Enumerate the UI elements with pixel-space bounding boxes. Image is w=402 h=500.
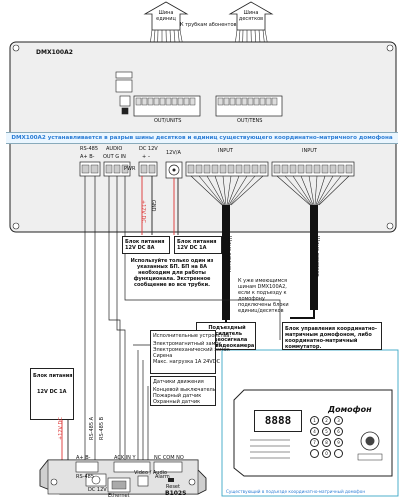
terminal-tens: [215, 95, 283, 117]
keypad-button[interactable]: 2: [322, 416, 331, 425]
rs485a-label: RS-485 A: [89, 416, 95, 440]
pwr-label: PWR: [124, 166, 136, 172]
terminal-input-right: [271, 161, 355, 177]
dc12-pins: + –: [142, 154, 151, 160]
b102s-ethernet: Ethernet: [108, 493, 130, 499]
b102s-rs485: RS-485: [76, 474, 94, 480]
install-banner: DMX100A2 устанавливается в разрыв шины д…: [6, 132, 398, 144]
input-fan-left: [190, 175, 264, 206]
dip-area: [115, 71, 133, 115]
input-left-label: INPUT: [218, 148, 233, 154]
bus-arrows: [143, 1, 274, 31]
terminal-units: [133, 95, 201, 117]
keypad-button[interactable]: [334, 449, 343, 458]
to-tubes-label: К трубкам абонентов: [180, 22, 237, 28]
keypad-button[interactable]: 7: [310, 438, 319, 447]
b102s-alarm: Alarm: [155, 474, 170, 480]
bus-tens-label: Шина десятков: [238, 10, 264, 22]
speaker-grille: [250, 439, 290, 459]
dc12-label: DC 12V: [139, 146, 158, 152]
dc-jack: [165, 161, 183, 179]
amp-box: Подъездный усилитель видеосигнала либо в…: [196, 322, 256, 350]
bus-units-label: Шина единиц: [156, 10, 176, 22]
b102s-dc12v: DC 12V: [88, 487, 107, 493]
b102s-reset: Reset: [166, 484, 180, 490]
sensors-box: Датчики движения Концевой выключатель По…: [150, 376, 216, 406]
controller-box: Блок управления координатно-матричным до…: [282, 322, 382, 350]
b102s-pins-right: NC COM NO: [154, 455, 184, 461]
tens-port-label: OUT/TENS: [237, 118, 263, 124]
keypad-button[interactable]: 1: [310, 416, 319, 425]
intercom-caption: Существующий в подъезде координатно-матр…: [226, 489, 366, 494]
psu-8a: Блок питания 12V DC 8A: [122, 236, 170, 254]
keypad-button[interactable]: 0: [322, 449, 331, 458]
keypad-button[interactable]: [310, 449, 319, 458]
psu-1a: Блок питания 12V DC 1A: [174, 236, 222, 254]
matrix-note: К уже имеющимся шинам DMX100A2, если к п…: [238, 278, 289, 314]
keypad-button[interactable]: 6: [334, 427, 343, 436]
gnd-label: GND: [150, 200, 156, 212]
units-wire-label: Шина единиц: [226, 236, 232, 273]
psu-left-box: Блок питания 12V DC 1A: [30, 368, 74, 420]
keypad-button[interactable]: 4: [310, 427, 319, 436]
rs485-pins: A+ B-: [80, 154, 95, 160]
plus12-label: +12V DC: [140, 200, 146, 223]
signal-wires: [84, 176, 281, 460]
input-fan-right: [276, 175, 350, 206]
rs485-label: RS-485: [80, 146, 98, 152]
keypad-button[interactable]: 3: [334, 416, 343, 425]
terminal-audio: [103, 161, 131, 177]
terminal-input-left: [185, 161, 269, 177]
input-right-label: INPUT: [302, 148, 317, 154]
keypad-button[interactable]: 5: [322, 427, 331, 436]
rs485b-label: RS-485 B: [99, 416, 105, 440]
b102s-video: Video / Audio: [134, 470, 168, 476]
keypad-button[interactable]: 8: [322, 438, 331, 447]
audio-pins: OUT G IN: [103, 154, 126, 160]
psu-plus-label: +12V DC: [58, 417, 64, 440]
intercom-brand: Домофон: [328, 405, 372, 414]
tens-wire-label: Шина десятков: [314, 236, 320, 277]
b102s-device: [39, 459, 207, 495]
b102s-pins-mid: ACK IN Y: [114, 455, 136, 461]
b102s-label: B102S: [165, 490, 187, 497]
dmx-title: DMX100A2: [36, 49, 73, 56]
terminal-dc12: [138, 161, 158, 177]
intercom-zone: [221, 349, 399, 497]
intercom-display: 8888: [254, 410, 302, 432]
keypad-button[interactable]: 9: [334, 438, 343, 447]
psu-note: Используйте только один из указанных БП.…: [130, 258, 214, 288]
v12-label: 12V/A: [166, 150, 181, 156]
audio-label: AUDIO: [106, 146, 123, 152]
units-port-label: OUT/UNITS: [154, 118, 182, 124]
actuators-box: Исполнительные устройства: Электромагнит…: [150, 330, 231, 374]
terminal-rs485: [79, 161, 101, 177]
b102s-pins-left: A+ B-: [76, 455, 91, 461]
